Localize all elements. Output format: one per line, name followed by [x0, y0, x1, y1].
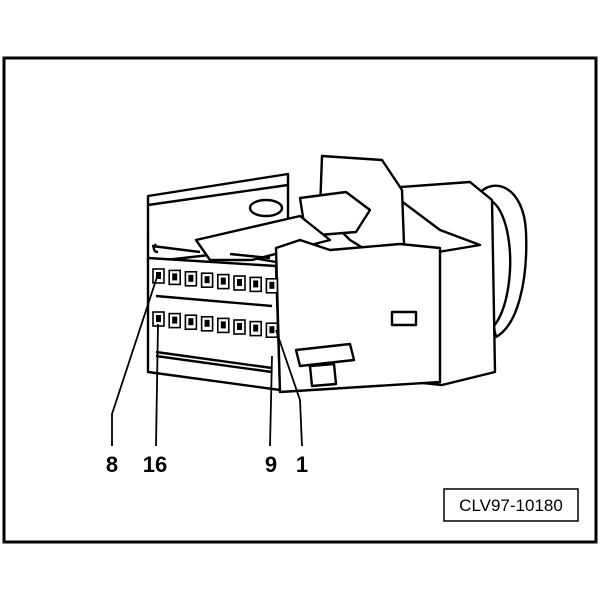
- contact-cavities-bottom-row: [152, 311, 279, 339]
- contact-cavity-top-terminal-4: [204, 276, 210, 284]
- contact-cavity-bottom-terminal-2: [172, 316, 178, 324]
- contact-cavity-bottom-terminal-8: [269, 326, 275, 334]
- contact-cavity-bottom-terminal-1: [156, 315, 161, 322]
- contact-cavity-bottom-terminal-4: [204, 319, 210, 327]
- contact-cavity-top-terminal-8: [269, 281, 275, 289]
- leader-line-pin-8: [111, 273, 159, 446]
- pin-label-9: 9: [265, 452, 277, 477]
- pin-label-8: 8: [106, 452, 118, 477]
- contact-cavity-bottom-terminal-7: [253, 324, 259, 332]
- pin-label-16: 16: [143, 452, 167, 477]
- connector-housing: [146, 154, 528, 394]
- front-rim-slot: [151, 243, 201, 254]
- side-clip-tab: [308, 362, 338, 388]
- contact-cavity-bottom-terminal-6: [237, 323, 242, 330]
- contact-cavity-top-terminal-1: [156, 272, 161, 279]
- contact-cavity-top-terminal-5: [220, 277, 226, 285]
- contact-cavity-top-terminal-7: [253, 280, 259, 288]
- leader-line-pin-16: [155, 323, 159, 447]
- contact-cavity-top-terminal-6: [237, 279, 242, 286]
- contact-cavity-top-terminal-2: [172, 273, 178, 281]
- back-wall-top-edge: [147, 183, 289, 207]
- side-window: [390, 310, 418, 327]
- reference-code-box: [443, 488, 579, 522]
- leader-line-pin-9: [269, 355, 273, 447]
- flange-inner-curve: [483, 198, 512, 332]
- contact-cavity-top-terminal-3: [188, 274, 194, 282]
- contact-cavities-top-row: [152, 268, 279, 294]
- reference-code: CLV97-10180: [459, 496, 563, 515]
- front-groove-upper: [155, 294, 273, 308]
- contact-cavity-bottom-terminal-5: [220, 321, 226, 329]
- latch-pivot: [248, 198, 284, 218]
- front-groove-lower: [155, 350, 273, 374]
- contact-cavity-bottom-terminal-3: [188, 318, 194, 326]
- leader-line-pin-1: [275, 329, 303, 447]
- side-clip: [294, 342, 356, 368]
- pin-label-1: 1: [296, 452, 308, 477]
- front-rim-slot-right: [229, 252, 271, 260]
